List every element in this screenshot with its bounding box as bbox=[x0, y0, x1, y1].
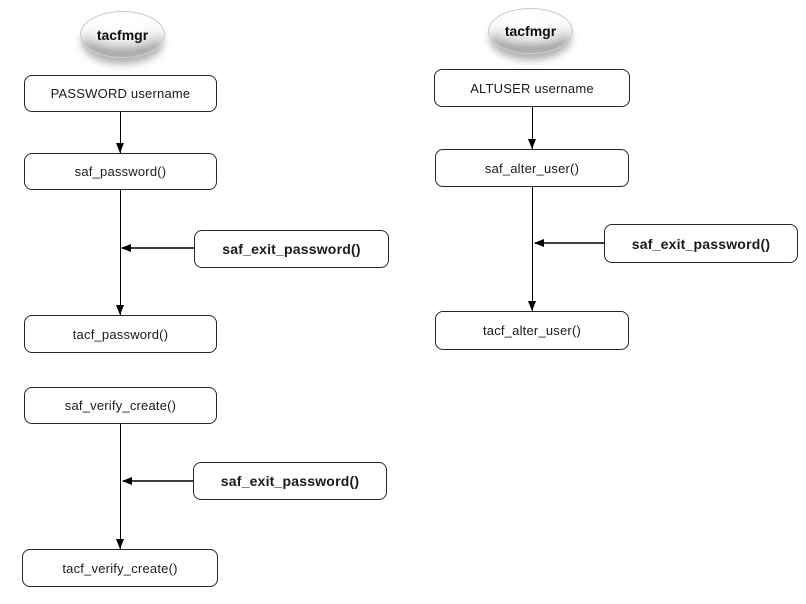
right-saf-alter-user-label: saf_alter_user() bbox=[484, 160, 580, 176]
arrow-saf-password-to-tacf-password bbox=[116, 190, 124, 315]
left-saf-verify-create-label: saf_verify_create() bbox=[64, 398, 177, 413]
left-saf-password-label: saf_password() bbox=[74, 164, 167, 179]
left-saf-password-box: saf_password() bbox=[24, 153, 217, 190]
right-altuser-command-label: ALTUSER username bbox=[470, 80, 594, 96]
arrow-exit-to-verify-flow bbox=[123, 480, 193, 482]
right-source-ellipse: tacfmgr bbox=[488, 8, 573, 54]
arrow-saf-alter-to-tacf-alter bbox=[528, 187, 536, 311]
left-saf-exit-password-box-1: saf_exit_password() bbox=[194, 230, 389, 268]
right-saf-exit-password-label: saf_exit_password() bbox=[631, 235, 771, 252]
left-source-ellipse: tacfmgr bbox=[80, 11, 165, 58]
left-tacf-password-label: tacf_password() bbox=[72, 326, 169, 342]
arrow-exit-to-password-flow bbox=[122, 247, 194, 249]
arrow-exit-to-alter-flow bbox=[535, 242, 604, 244]
right-source-label: tacfmgr bbox=[504, 23, 557, 39]
right-tacf-alter-user-label: tacf_alter_user() bbox=[482, 323, 582, 338]
arrow-verify-create-to-tacf-verify bbox=[116, 424, 124, 549]
left-saf-exit-password-label-1: saf_exit_password() bbox=[222, 241, 361, 257]
left-saf-verify-create-box: saf_verify_create() bbox=[24, 387, 217, 424]
right-saf-alter-user-box: saf_alter_user() bbox=[435, 149, 629, 187]
right-tacf-alter-user-box: tacf_alter_user() bbox=[435, 311, 629, 350]
arrow-password-to-saf-password bbox=[116, 112, 124, 153]
left-password-command-label: PASSWORD username bbox=[50, 86, 191, 101]
left-tacf-verify-create-box: tacf_verify_create() bbox=[22, 549, 218, 587]
left-saf-exit-password-box-2: saf_exit_password() bbox=[193, 462, 387, 500]
right-altuser-command-box: ALTUSER username bbox=[434, 69, 630, 107]
left-source-label: tacfmgr bbox=[96, 26, 149, 43]
left-password-command-box: PASSWORD username bbox=[24, 75, 217, 112]
left-tacf-verify-create-label: tacf_verify_create() bbox=[62, 560, 178, 576]
left-saf-exit-password-label-2: saf_exit_password() bbox=[220, 473, 360, 489]
right-saf-exit-password-box: saf_exit_password() bbox=[604, 224, 798, 263]
arrow-altuser-to-saf-alter-user bbox=[528, 107, 536, 149]
left-tacf-password-box: tacf_password() bbox=[24, 315, 217, 353]
